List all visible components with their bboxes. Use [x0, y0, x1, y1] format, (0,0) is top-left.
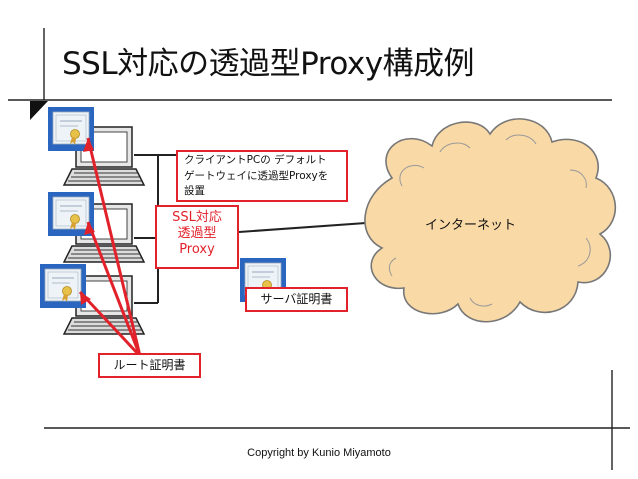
- callout-note-line: 設置: [184, 185, 205, 197]
- cloud-icon: [364, 118, 617, 323]
- proxy-line: SSL対応: [172, 210, 222, 225]
- proxy-line: Proxy: [179, 242, 215, 257]
- footer-copyright: Copyright by Kunio Miyamoto: [247, 447, 391, 459]
- root-cert-label: ルート証明書: [98, 353, 201, 378]
- proxy-box: SSL対応 透過型 Proxy: [155, 205, 239, 269]
- callout-note: クライアントPCの デフォルト ゲートウェイに透過型Proxyを 設置: [176, 150, 348, 202]
- callout-note-line: クライアントPCの デフォルト: [184, 154, 327, 166]
- decor-corner-triangle: [30, 101, 48, 120]
- proxy-line: 透過型: [177, 226, 217, 241]
- server-cert-label: サーバ証明書: [245, 287, 348, 312]
- certificate-icon: [39, 263, 87, 309]
- pointer-root-cert-3: [78, 290, 142, 358]
- page-title: SSL対応の透過型Proxy構成例: [62, 46, 475, 82]
- internet-label: インターネット: [425, 218, 517, 233]
- link-proxy-internet: [238, 221, 381, 233]
- callout-note-line: ゲートウェイに透過型Proxyを: [184, 169, 329, 182]
- pointer-root-cert-1: [86, 137, 142, 357]
- pointer-root-cert-2: [86, 221, 142, 357]
